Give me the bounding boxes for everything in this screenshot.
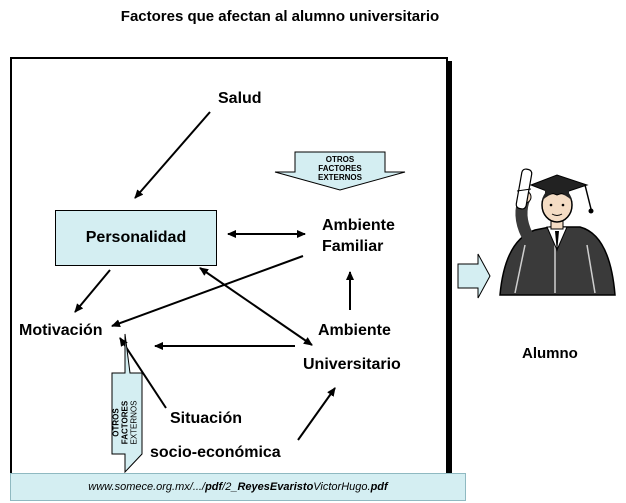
arrow-personalidad-motivacion [74, 269, 111, 313]
alumno-label: Alumno [522, 345, 578, 362]
otros-factores-top-label: OTROS FACTORES EXTERNOS [305, 155, 375, 182]
otros-top-3: EXTERNOS [317, 173, 362, 182]
arrow-salud-personalidad [134, 111, 211, 199]
otros-side-1: OTROS [111, 408, 121, 437]
otros-factores-side-label: OTROS FACTORES EXTERNOS [112, 391, 139, 455]
node-salud: Salud [218, 90, 262, 107]
source-bold-1: pdf [205, 481, 223, 493]
source-prefix: www.somece.org.mx/.../ [88, 481, 206, 493]
arrow-familiar-motivacion [111, 255, 304, 328]
node-personalidad: Personalidad [55, 210, 217, 266]
otros-factores-top-arrow [274, 151, 406, 191]
node-personalidad-label: Personalidad [85, 229, 187, 246]
node-motivacion: Motivación [19, 322, 103, 339]
otros-factores-side-arrow [111, 333, 143, 474]
otros-side-3: EXTERNOS [129, 400, 139, 445]
arrow-situacion-universitario [297, 387, 336, 441]
source-bold-3: pdf [370, 481, 388, 493]
otros-top-1: OTROS [325, 155, 355, 164]
graduate-figure [499, 168, 616, 296]
node-ambiente-familiar-line1: Ambiente [322, 217, 395, 234]
source-mid: /2_ [222, 481, 238, 493]
diagram-frame [10, 57, 448, 475]
node-ambiente-familiar-line2: Familiar [322, 238, 384, 255]
node-ambiente-univ-line2: Universitario [303, 356, 401, 373]
diagram-title: Factores que afectan al alumno universit… [120, 8, 440, 25]
node-situacion-line2: socio-económica [150, 444, 281, 461]
source-mid-2: VictorHugo. [313, 481, 371, 493]
otros-side-2: FACTORES [120, 400, 130, 445]
arrow-situacion-motivacion [119, 337, 167, 409]
arrow-universitario-personalidad [199, 267, 313, 346]
node-situacion-line1: Situación [170, 410, 243, 427]
node-ambiente-univ-line1: Ambiente [318, 322, 391, 339]
source-bold-2: ReyesEvaristo [237, 481, 314, 493]
source-caption: www.somece.org.mx/.../pdf/2_ReyesEvarist… [10, 473, 466, 501]
arrow-to-alumno [457, 253, 491, 299]
otros-top-2: FACTORES [318, 164, 362, 173]
